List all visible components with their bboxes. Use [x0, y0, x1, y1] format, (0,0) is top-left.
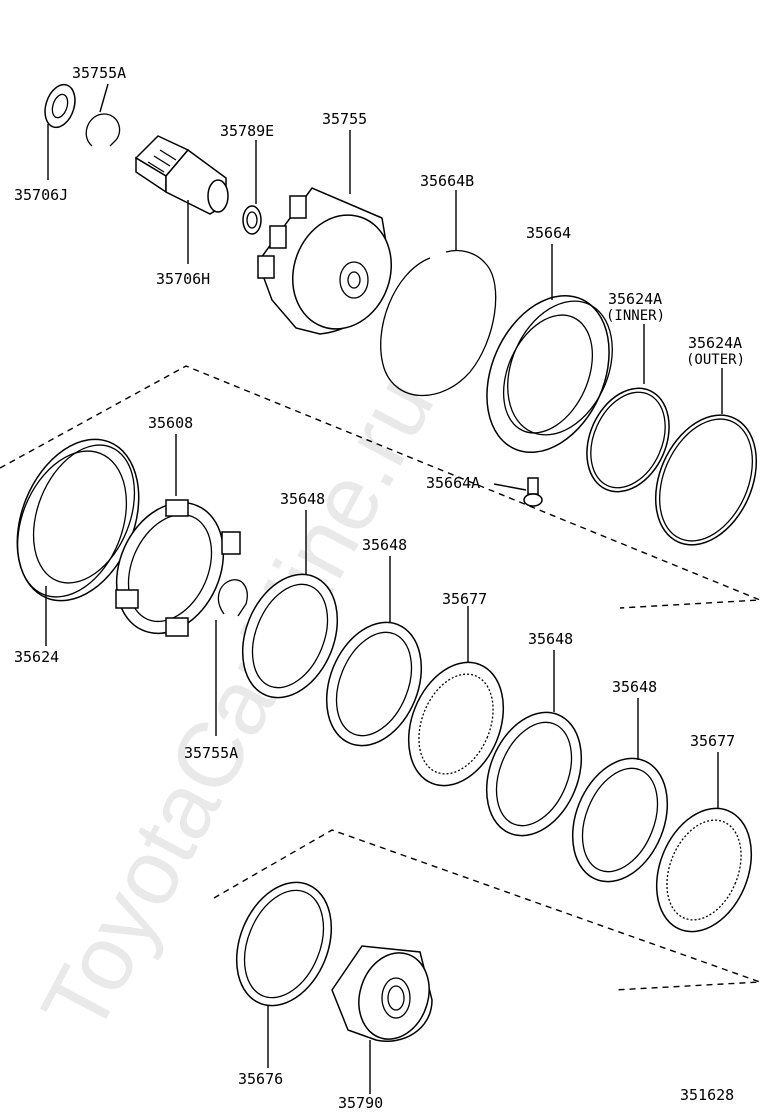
part-35608-spring-retainer[interactable]: [97, 486, 244, 651]
label-35624a-outer-note: (OUTER): [686, 352, 745, 368]
part-35664b-snap-ring[interactable]: [380, 249, 497, 397]
part-35648-clutch-plate-1[interactable]: [225, 560, 355, 712]
part-35790-hub[interactable]: [331, 944, 440, 1049]
label-35664: 35664: [526, 224, 571, 242]
label-35755a-top: 35755A: [72, 64, 126, 82]
label-35790: 35790: [338, 1094, 383, 1112]
label-35677-2: 35677: [690, 732, 735, 750]
label-35624: 35624: [14, 648, 59, 666]
label-35664b: 35664B: [420, 172, 474, 190]
part-35755a-snap-ring-top[interactable]: [85, 113, 121, 147]
part-35624a-inner-o-ring[interactable]: [571, 375, 684, 505]
label-35706h: 35706H: [156, 270, 210, 288]
label-35755a-bottom: 35755A: [184, 744, 238, 762]
part-35648-clutch-plate-2[interactable]: [309, 608, 439, 760]
part-35664a-bolt[interactable]: [523, 477, 543, 507]
part-35677-friction-disc-1[interactable]: [391, 648, 521, 800]
label-35755: 35755: [322, 110, 367, 128]
label-35648-4: 35648: [612, 678, 657, 696]
label-35648-3: 35648: [528, 630, 573, 648]
label-35648-1: 35648: [280, 490, 325, 508]
label-35706j: 35706J: [14, 186, 68, 204]
subassembly-outline-lower: [213, 829, 760, 991]
label-35624a-inner: 35624A: [608, 290, 662, 308]
label-35608: 35608: [148, 414, 193, 432]
label-35664a: 35664A: [426, 474, 480, 492]
part-35664-piston[interactable]: [463, 276, 632, 471]
label-35677-1: 35677: [442, 590, 487, 608]
part-35676-pressure-plate[interactable]: [219, 868, 349, 1020]
label-35624a-outer: 35624A: [688, 334, 742, 352]
part-35648-clutch-plate-3[interactable]: [469, 698, 599, 850]
subassembly-outline-upper: [0, 365, 760, 609]
part-35648-clutch-plate-4[interactable]: [555, 744, 685, 896]
label-35624a-inner-note: (INNER): [606, 308, 665, 324]
label-35676: 35676: [238, 1070, 283, 1088]
part-35755a-snap-ring-bottom[interactable]: [217, 579, 248, 617]
part-35755-clutch-drum[interactable]: [257, 187, 407, 343]
diagram-id: 351628: [680, 1086, 734, 1104]
part-35677-friction-disc-2[interactable]: [639, 794, 760, 946]
label-35789e: 35789E: [220, 122, 274, 140]
part-35789e-washer[interactable]: [242, 205, 262, 235]
part-35706h-shaft[interactable]: [134, 135, 229, 215]
part-35706j-bearing[interactable]: [40, 81, 80, 131]
part-35624a-outer-o-ring[interactable]: [636, 399, 760, 561]
label-35648-2: 35648: [362, 536, 407, 554]
